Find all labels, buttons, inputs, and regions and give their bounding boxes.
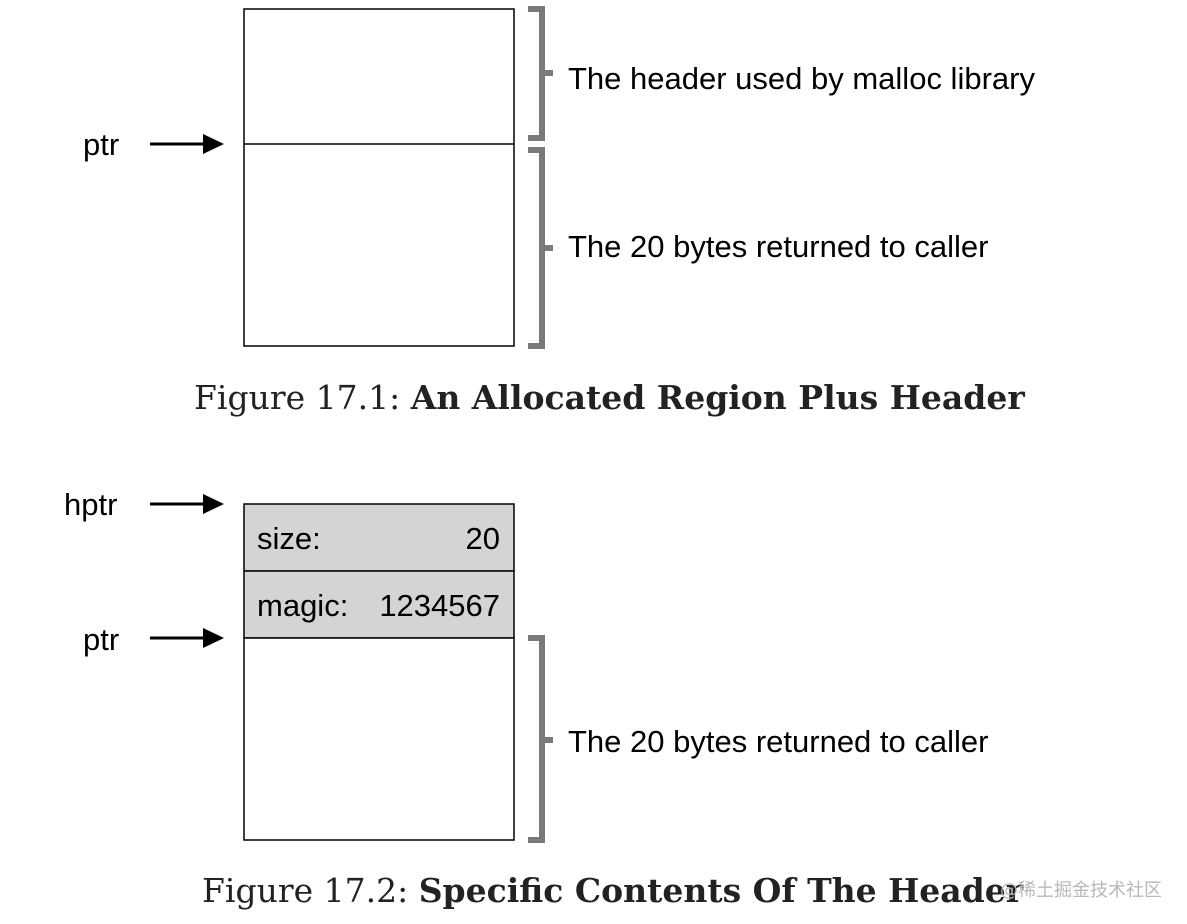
fig2-caption: Figure 17.2: Specific Contents Of The He… [202,871,1024,910]
fig2-size-label: size: [257,521,321,556]
fig2-size-value: 20 [466,521,500,556]
fig2-caption-prefix: Figure 17.2: [202,871,419,910]
fig2-payload-block [243,637,515,841]
fig1-ptr-arrow [150,134,224,154]
fig1-caption-title: An Allocated Region Plus Header [410,378,1026,417]
fig2-ptr-arrow [150,628,224,648]
fig2-size-cell [243,503,515,572]
figure-17-2: size: 20 magic: 1234567 hptr ptr The 20 … [64,487,1024,910]
fig2-caption-title: Specific Contents Of The Header [419,871,1024,910]
watermark-text: @稀土掘金技术社区 [1000,880,1162,901]
figure-17-1: ptr The header used by malloc library Th… [83,6,1035,417]
fig1-payload-bracket [528,147,553,349]
fig2-hptr-label: hptr [64,487,117,522]
fig2-hptr-arrow [150,494,224,514]
fig1-caption-prefix: Figure 17.1: [194,378,411,417]
fig2-payload-bracket-label: The 20 bytes returned to caller [568,724,988,759]
fig2-magic-label: magic: [257,588,348,623]
fig1-payload-bracket-label: The 20 bytes returned to caller [568,229,988,264]
fig1-memory-block [243,8,515,347]
fig1-header-bracket-label: The header used by malloc library [568,61,1035,96]
fig1-header-bracket [528,6,553,141]
fig2-ptr-label: ptr [83,622,119,657]
fig2-magic-value: 1234567 [379,588,500,623]
fig1-ptr-label: ptr [83,127,119,162]
fig1-caption: Figure 17.1: An Allocated Region Plus He… [194,378,1025,417]
fig2-payload-bracket [528,635,553,843]
